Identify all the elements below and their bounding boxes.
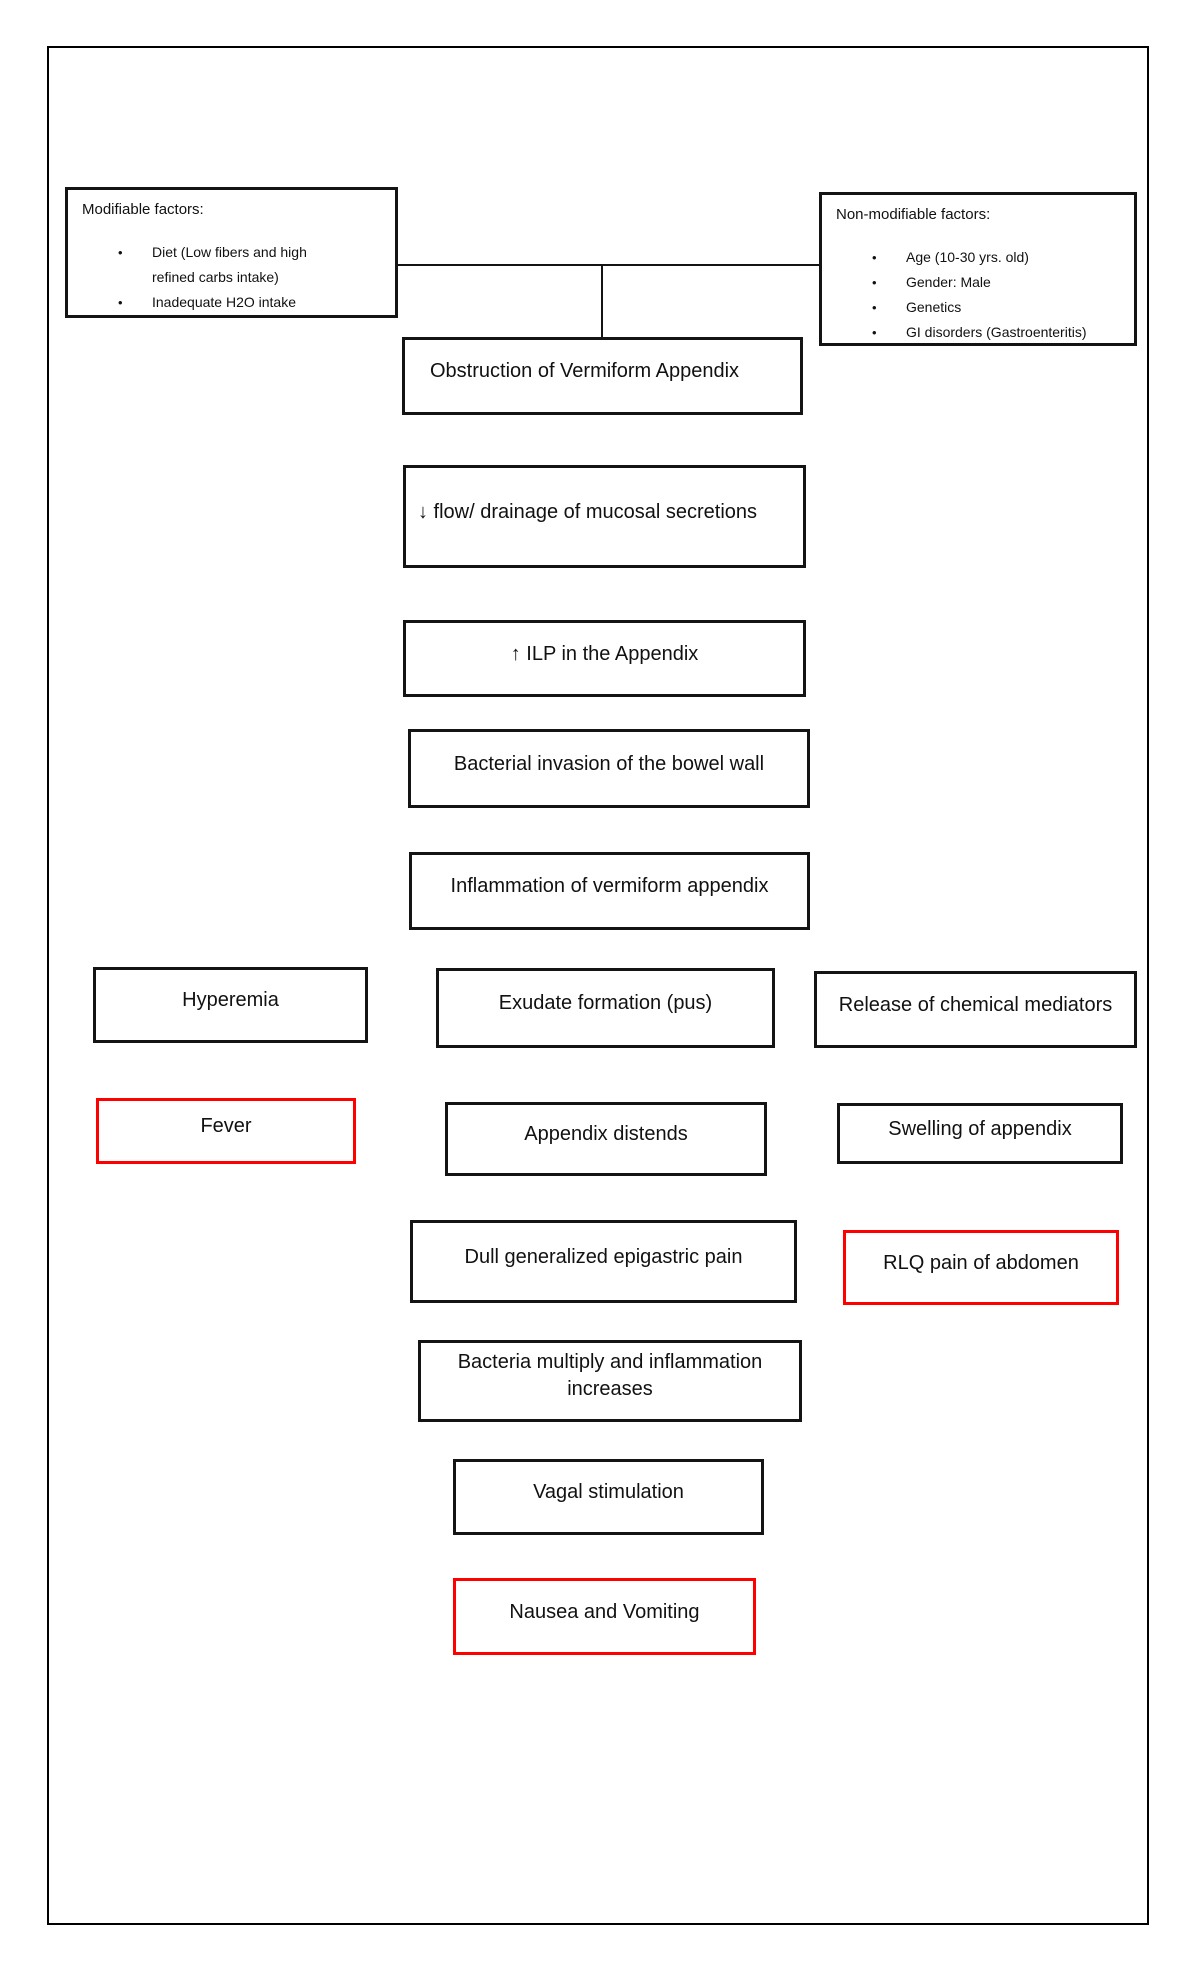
list-item: • Genetics bbox=[822, 295, 1134, 320]
connector-horizontal bbox=[398, 264, 819, 266]
node-nausea-vomiting: Nausea and Vomiting bbox=[453, 1578, 756, 1655]
node-decreased-mucosal-flow: ↓ flow/ drainage of mucosal secretions bbox=[403, 465, 806, 568]
node-chemical-mediators: Release of chemical mediators bbox=[814, 971, 1137, 1048]
list-item: • GI disorders (Gastroenteritis) bbox=[822, 320, 1134, 345]
factor-box-non-modifiable: Non-modifiable factors: • Age (10-30 yrs… bbox=[819, 192, 1137, 346]
bullet-icon: • bbox=[118, 245, 123, 260]
node-swelling: Swelling of appendix bbox=[837, 1103, 1123, 1164]
bullet-icon: • bbox=[118, 295, 123, 310]
list-item-label: Gender: Male bbox=[906, 274, 991, 290]
node-inflammation: Inflammation of vermiform appendix bbox=[409, 852, 810, 930]
modifiable-list: • Diet (Low fibers and high refined carb… bbox=[68, 240, 395, 315]
node-rlq-pain: RLQ pain of abdomen bbox=[843, 1230, 1119, 1305]
bullet-icon: • bbox=[872, 275, 877, 290]
node-obstruction: Obstruction of Vermiform Appendix bbox=[402, 337, 803, 415]
list-item: • Gender: Male bbox=[822, 270, 1134, 295]
non-modifiable-heading: Non-modifiable factors: bbox=[836, 206, 991, 223]
node-epigastric-pain: Dull generalized epigastric pain bbox=[410, 1220, 797, 1303]
node-exudate-formation: Exudate formation (pus) bbox=[436, 968, 775, 1048]
list-item: • Age (10-30 yrs. old) bbox=[822, 245, 1134, 270]
list-item-label: Diet (Low fibers and high refined carbs … bbox=[152, 244, 307, 285]
list-item-label: Age (10-30 yrs. old) bbox=[906, 249, 1029, 265]
list-item: • Diet (Low fibers and high refined carb… bbox=[68, 240, 395, 290]
list-item-label: Genetics bbox=[906, 299, 962, 315]
bullet-icon: • bbox=[872, 250, 877, 265]
list-item-label: Inadequate H2O intake bbox=[152, 294, 296, 310]
node-increased-ilp: ↑ ILP in the Appendix bbox=[403, 620, 806, 697]
node-vagal-stimulation: Vagal stimulation bbox=[453, 1459, 764, 1535]
node-bacterial-invasion: Bacterial invasion of the bowel wall bbox=[408, 729, 810, 808]
modifiable-heading: Modifiable factors: bbox=[82, 201, 204, 218]
node-hyperemia: Hyperemia bbox=[93, 967, 368, 1043]
node-fever: Fever bbox=[96, 1098, 356, 1164]
list-item: • Inadequate H2O intake bbox=[68, 290, 395, 315]
node-bacteria-multiply: Bacteria multiply and inflammation incre… bbox=[418, 1340, 802, 1422]
node-appendix-distends: Appendix distends bbox=[445, 1102, 767, 1176]
list-item-label: GI disorders (Gastroenteritis) bbox=[906, 324, 1087, 340]
non-modifiable-list: • Age (10-30 yrs. old) • Gender: Male • … bbox=[822, 245, 1134, 345]
bullet-icon: • bbox=[872, 300, 877, 315]
connector-vertical bbox=[601, 264, 603, 337]
bullet-icon: • bbox=[872, 325, 877, 340]
factor-box-modifiable: Modifiable factors: • Diet (Low fibers a… bbox=[65, 187, 398, 318]
